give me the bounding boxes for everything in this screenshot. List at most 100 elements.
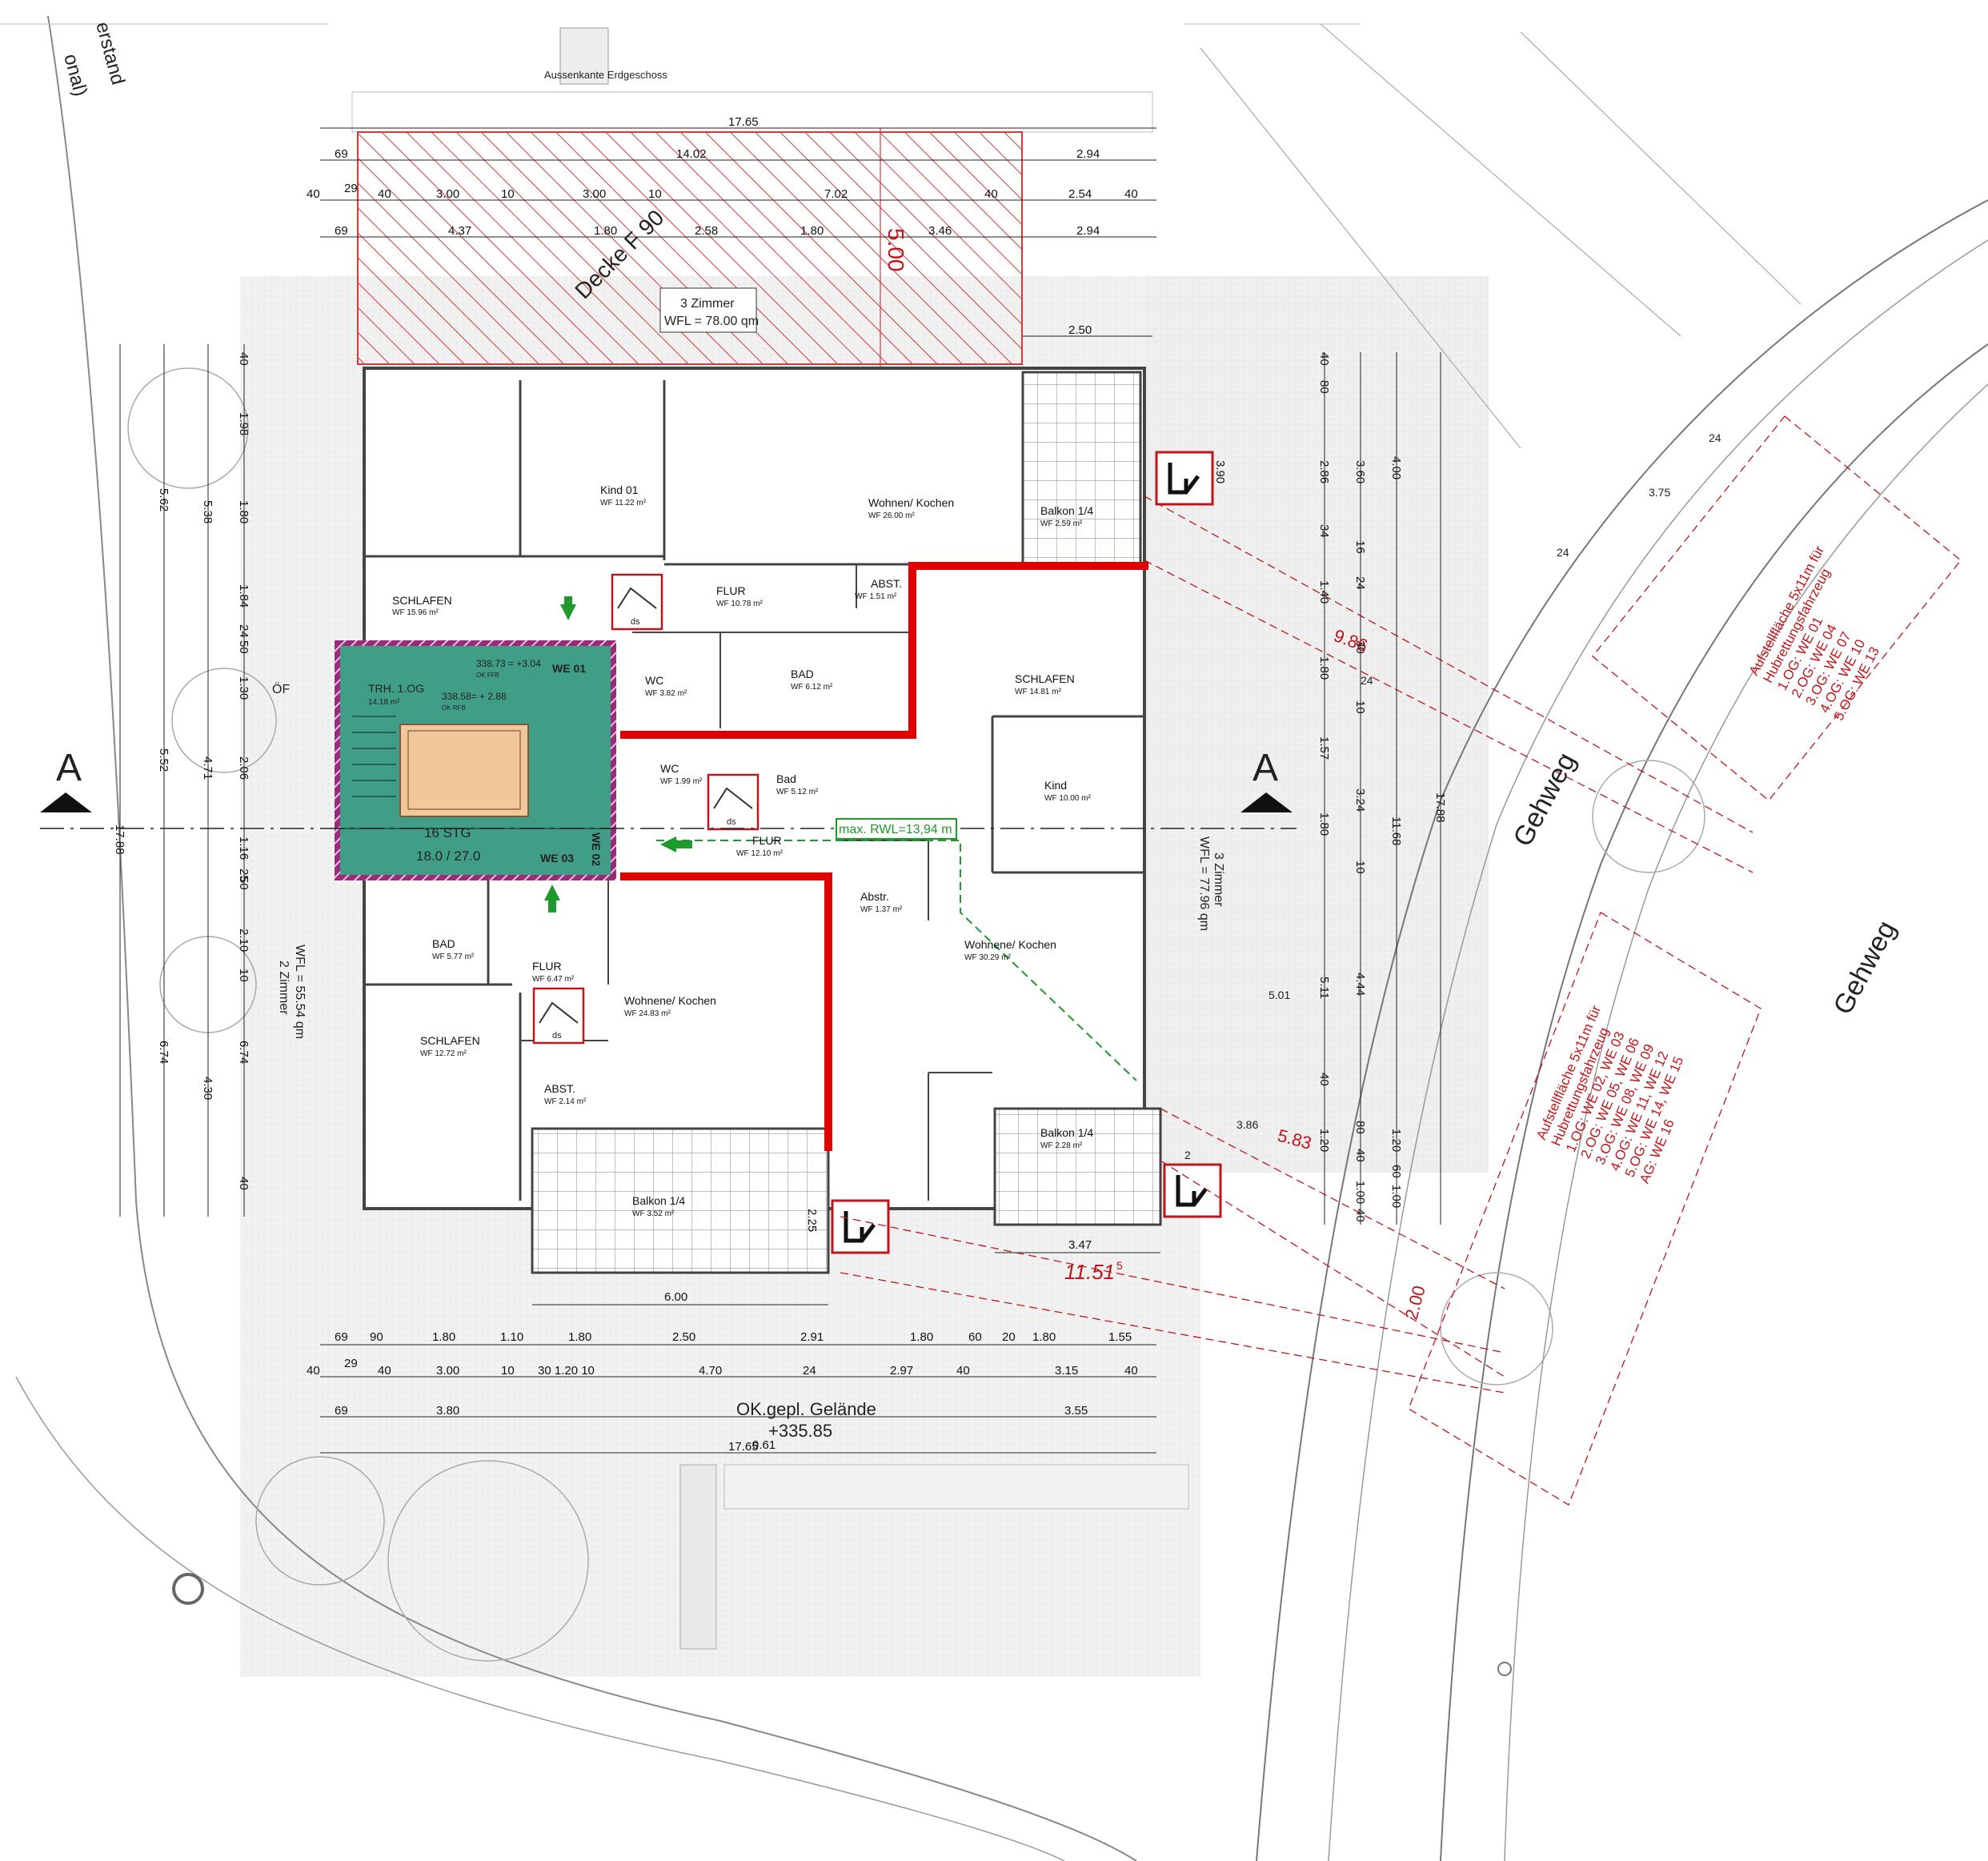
dim: 2.91 (800, 1330, 824, 1344)
label-level-1: 338.73 = +3.04 (476, 658, 541, 669)
unit-right-line-2: WFL = 77.96 qm (1197, 836, 1211, 931)
dim: 16 (1353, 540, 1367, 554)
label-stair-ratio: 18.0 / 27.0 (416, 848, 480, 864)
fire-zone-1-text: Aufstellfläche 5x11m für Hubrettungsfahr… (1746, 543, 1882, 724)
dim: 10 (1353, 700, 1367, 714)
dim: 24 (237, 624, 251, 638)
label-we01: WE 01 (552, 662, 586, 675)
dim: 1.55 (1108, 1330, 1132, 1344)
room-name: BAD (791, 668, 814, 680)
room-name: WC (660, 762, 679, 775)
room-area: WF 10.78 m² (716, 600, 763, 608)
dim: 3.55 (1064, 1404, 1088, 1418)
dim: 1.40 (1317, 580, 1331, 604)
red-dim-3: 11.51 (1064, 1260, 1115, 1284)
dim: 5.11 (1317, 977, 1331, 999)
dim: 2.94 (1076, 147, 1100, 161)
dim: 80 (1353, 1121, 1367, 1134)
dim: 14.02 (676, 147, 707, 161)
misc-dim-6: 2 (1184, 1149, 1191, 1161)
unit-right-line-1: 3 Zimmer (1212, 852, 1225, 907)
room-name: ABST. (544, 1082, 575, 1095)
dim: 2.50 (1068, 323, 1092, 337)
label-stair-room: TRH. 1.OG (368, 682, 424, 695)
label-stair-steps: 16 STG (424, 825, 471, 840)
dim: 2.54 (1068, 187, 1092, 201)
room-labels: SCHLAFEN WF 15.96 m² Kind 01 WF 11.22 m²… (392, 483, 1093, 1218)
room-name: ABST. (871, 577, 902, 590)
room-area: WF 14.81 m² (1015, 688, 1061, 696)
label-level-2-sub: OK RFB (442, 704, 466, 712)
dim: 90 (370, 1330, 383, 1344)
dim: 3.46 (928, 224, 952, 238)
room-name: Wohnene/ Kochen (624, 994, 716, 1007)
room-area: WF 5.77 m² (432, 953, 475, 961)
room-area: WF 12.10 m² (736, 849, 783, 858)
label-ds-1: ds (631, 617, 640, 627)
dim: 2.25 (805, 1209, 819, 1232)
red-dim-4: 2.00 (1401, 1283, 1429, 1322)
dim: 1.30 (237, 676, 251, 700)
dim: 4.00 (1389, 456, 1403, 479)
dim: 60 (968, 1330, 982, 1344)
dim: 2.06 (237, 756, 251, 780)
dim: 3.00 (436, 187, 459, 201)
escape-arrows (544, 596, 692, 912)
dim: 1.80 (800, 224, 824, 238)
fire-zones (840, 415, 1962, 1506)
dim: 5.62 (157, 488, 170, 511)
room-name: FLUR (532, 960, 562, 973)
label-ds-2: ds (727, 817, 736, 827)
dim: 1.00 (1353, 1181, 1367, 1204)
dim: 1.10 (500, 1330, 523, 1344)
dim: 40 (378, 187, 391, 201)
dim: 1.20 (1389, 1129, 1403, 1152)
dim: 40 (1124, 187, 1138, 201)
dim: 30 (1353, 640, 1367, 654)
unit-left-line-2: WFL = 55.54 qm (293, 945, 307, 1039)
room-area: WF 24.83 m² (624, 1009, 671, 1018)
fire-zone-2-text: Aufstellfläche 5x11m für Hubrettungsfahr… (1533, 1003, 1686, 1185)
dim: 69 (335, 1330, 348, 1344)
room-area: WF 6.47 m² (532, 975, 575, 984)
dim: 24 (1353, 576, 1367, 590)
room-area: WF 1.37 m² (860, 905, 903, 914)
dim: 1.80 (1317, 812, 1331, 836)
room-area: WF 6.12 m² (791, 683, 833, 692)
dim: 6.74 (157, 1041, 170, 1064)
label-stair-wf: 14.18 m² (368, 698, 400, 707)
dim: 1.16 (237, 836, 251, 860)
room-name: Abstr. (860, 890, 889, 903)
room-name: Bad (776, 772, 796, 785)
dim: 80 (1317, 380, 1331, 394)
dim: 40 (984, 187, 998, 201)
dimension-lines (119, 127, 1441, 1454)
room-name: Wohnen/ Kochen (868, 496, 954, 509)
dim: 5.52 (157, 748, 170, 772)
misc-dim-3: 24 (1361, 674, 1373, 687)
dim: 1.57 (1317, 736, 1331, 760)
dim: 10 (501, 187, 515, 201)
room-name: SCHLAFEN (420, 1034, 480, 1047)
dim: 40 (237, 352, 251, 366)
room-name: SCHLAFEN (1015, 672, 1075, 685)
dim: 69 (335, 147, 348, 161)
dim: 10 (648, 187, 662, 201)
dim: 17.88 (1433, 792, 1447, 823)
label-of: ÖF (272, 682, 290, 696)
dim: 40 (237, 1177, 251, 1190)
dim: 1.80 (594, 224, 617, 238)
label-deck-dim: 5.00 (884, 228, 908, 272)
dim: 1.80 (910, 1330, 933, 1344)
dim: 3.47 (1068, 1238, 1092, 1252)
red-dim-3-sup: 5 (1116, 1259, 1123, 1272)
room-area: WF 1.51 m² (855, 592, 897, 601)
dim: 10 (1353, 860, 1367, 874)
dim: 1.80 (1032, 1330, 1056, 1344)
label-top-left-fragment-2: onal) (59, 52, 91, 99)
room-area: WF 3.82 m² (645, 689, 687, 698)
label-we02: WE 02 (590, 832, 603, 866)
room-name: SCHLAFEN (392, 594, 452, 607)
dim: 40 (307, 1364, 320, 1378)
